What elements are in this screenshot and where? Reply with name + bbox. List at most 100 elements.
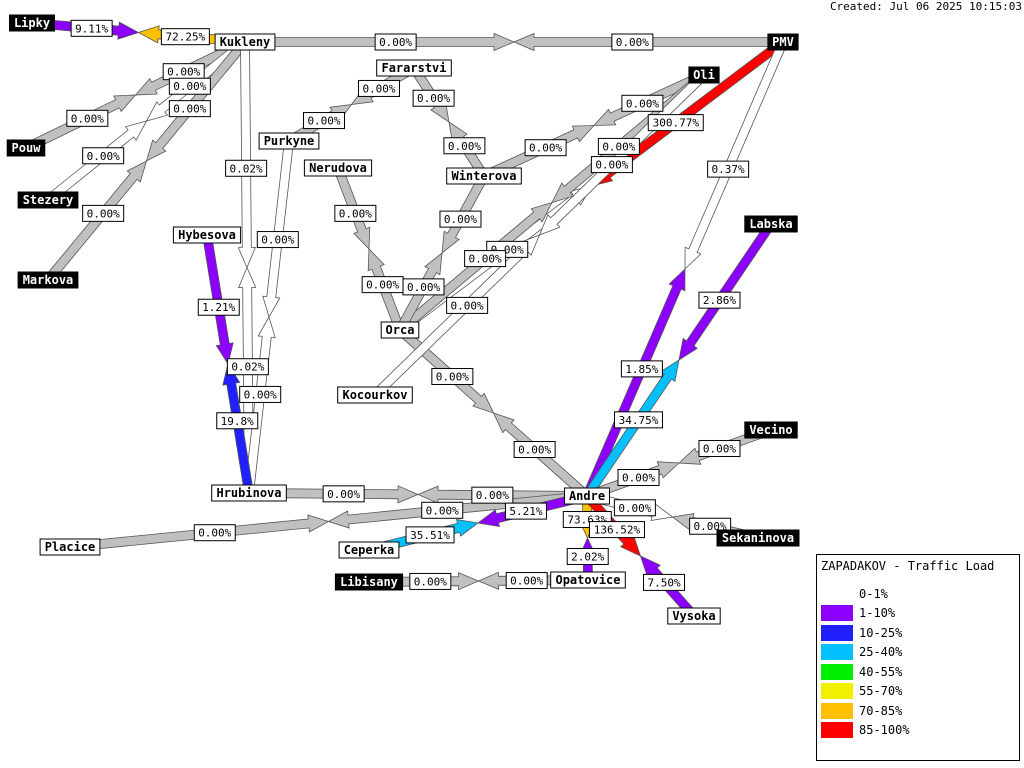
node-vecino[interactable]: Vecino xyxy=(744,421,798,439)
link-out-value: 0.00% xyxy=(168,77,211,95)
node-label: Nerudova xyxy=(309,161,367,175)
node-oli[interactable]: Oli xyxy=(688,66,720,84)
svg-text:0.00%: 0.00% xyxy=(173,103,206,116)
svg-text:0.00%: 0.00% xyxy=(529,142,562,155)
legend-label: 40-55% xyxy=(859,665,903,679)
node-winterova[interactable]: Winterova xyxy=(446,167,522,185)
link-labska-andre xyxy=(582,220,776,500)
node-vysoka[interactable]: Vysoka xyxy=(667,607,721,625)
node-pouw[interactable]: Pouw xyxy=(6,139,46,157)
node-label: Kukleny xyxy=(220,35,271,49)
node-box xyxy=(214,33,276,51)
link-fararstvi-winterova xyxy=(409,65,489,179)
link-out-value: 0.00% xyxy=(168,100,211,118)
node-label: Winterova xyxy=(451,169,516,183)
svg-text:136.52%: 136.52% xyxy=(594,524,641,537)
link-out-value: 2.86% xyxy=(698,291,741,309)
svg-text:300.77%: 300.77% xyxy=(653,117,700,130)
link-kukleny-markova xyxy=(43,38,250,284)
node-kukleny[interactable]: Kukleny xyxy=(214,33,276,51)
link-out-value: 0.00% xyxy=(439,210,482,228)
legend-label: 25-40% xyxy=(859,645,903,659)
svg-text:0.00%: 0.00% xyxy=(426,504,459,517)
node-box xyxy=(39,538,101,556)
node-box xyxy=(667,607,721,625)
svg-text:0.00%: 0.00% xyxy=(476,489,509,502)
node-purkyne[interactable]: Purkyne xyxy=(258,132,320,150)
node-kocourkov[interactable]: Kocourkov xyxy=(337,386,413,404)
svg-text:0.00%: 0.00% xyxy=(703,442,736,455)
link-out-value: 136.52% xyxy=(588,521,645,539)
svg-text:0.02%: 0.02% xyxy=(230,162,263,175)
node-box xyxy=(376,59,452,77)
link-out-value: 0.00% xyxy=(322,485,365,503)
node-andre[interactable]: Andre xyxy=(564,487,610,505)
link-nerudova-orca xyxy=(333,165,405,333)
node-orca[interactable]: Orca xyxy=(380,321,420,339)
node-label: Libisany xyxy=(340,575,398,589)
node-libisany[interactable]: Libisany xyxy=(334,573,404,591)
link-lipky-kukleny xyxy=(31,18,246,47)
node-lipky[interactable]: Lipky xyxy=(9,14,55,32)
node-box xyxy=(17,191,79,209)
svg-text:0.00%: 0.00% xyxy=(451,299,484,312)
link-in-value: 7.50% xyxy=(643,573,686,591)
legend-swatch xyxy=(821,586,853,602)
svg-text:0.00%: 0.00% xyxy=(327,488,360,501)
node-stezery[interactable]: Stezery xyxy=(17,191,79,209)
link-out-value: 300.77% xyxy=(647,114,704,132)
svg-text:35.51%: 35.51% xyxy=(410,529,450,542)
svg-text:0.00%: 0.00% xyxy=(339,207,372,220)
legend-swatch xyxy=(821,644,853,660)
node-pmv[interactable]: PMV xyxy=(767,33,799,51)
link-out-value: 0.02% xyxy=(225,159,268,177)
node-nerudova[interactable]: Nerudova xyxy=(303,159,373,177)
svg-text:0.00%: 0.00% xyxy=(616,36,649,49)
node-box xyxy=(744,421,798,439)
link-in-arrow xyxy=(582,359,680,500)
svg-text:0.00%: 0.00% xyxy=(414,575,447,588)
node-ceperka[interactable]: Ceperka xyxy=(338,541,400,559)
node-markova[interactable]: Markova xyxy=(17,271,79,289)
link-in-value: 0.00% xyxy=(361,276,404,294)
link-in-value: 2.02% xyxy=(566,547,609,565)
link-in-value: 0.00% xyxy=(464,250,507,268)
svg-text:0.00%: 0.00% xyxy=(366,279,399,292)
link-in-value: 1.85% xyxy=(620,360,663,378)
node-opatovice[interactable]: Opatovice xyxy=(550,571,626,589)
legend-swatch xyxy=(821,605,853,621)
node-label: Oli xyxy=(693,68,715,82)
link-in-value: 0.00% xyxy=(524,139,567,157)
svg-text:0.00%: 0.00% xyxy=(261,234,294,247)
svg-text:0.00%: 0.00% xyxy=(595,159,628,172)
node-hybesova[interactable]: Hybesova xyxy=(172,226,242,244)
link-out-arrow xyxy=(262,140,294,319)
legend-swatch xyxy=(821,625,853,641)
svg-text:0.00%: 0.00% xyxy=(436,370,469,383)
link-out-value: 0.00% xyxy=(358,79,400,97)
node-fararstvi[interactable]: Fararstvi xyxy=(376,59,452,77)
link-out-value: 0.37% xyxy=(707,160,750,178)
link-in-value: 0.00% xyxy=(617,469,660,487)
node-box xyxy=(211,484,287,502)
svg-text:0.00%: 0.00% xyxy=(518,444,551,457)
node-labska[interactable]: Labska xyxy=(744,215,798,233)
node-label: Hrubinova xyxy=(216,486,281,500)
node-label: Pouw xyxy=(12,141,42,155)
svg-text:0.37%: 0.37% xyxy=(712,163,745,176)
node-label: Kocourkov xyxy=(342,388,407,402)
svg-text:0.00%: 0.00% xyxy=(379,36,412,49)
link-out-value: 0.00% xyxy=(256,231,299,249)
node-hrubinova[interactable]: Hrubinova xyxy=(211,484,287,502)
svg-text:0.00%: 0.00% xyxy=(444,213,477,226)
link-in-value: 0.00% xyxy=(402,278,445,296)
node-box xyxy=(258,132,320,150)
link-in-value: 34.75% xyxy=(614,411,664,429)
svg-text:34.75%: 34.75% xyxy=(619,414,659,427)
node-sekaninova[interactable]: Sekaninova xyxy=(716,529,800,547)
svg-text:0.00%: 0.00% xyxy=(469,253,502,266)
svg-text:0.00%: 0.00% xyxy=(87,150,120,163)
node-box xyxy=(6,139,46,157)
link-in-value: 0.00% xyxy=(590,156,633,174)
node-placice[interactable]: Placice xyxy=(39,538,101,556)
